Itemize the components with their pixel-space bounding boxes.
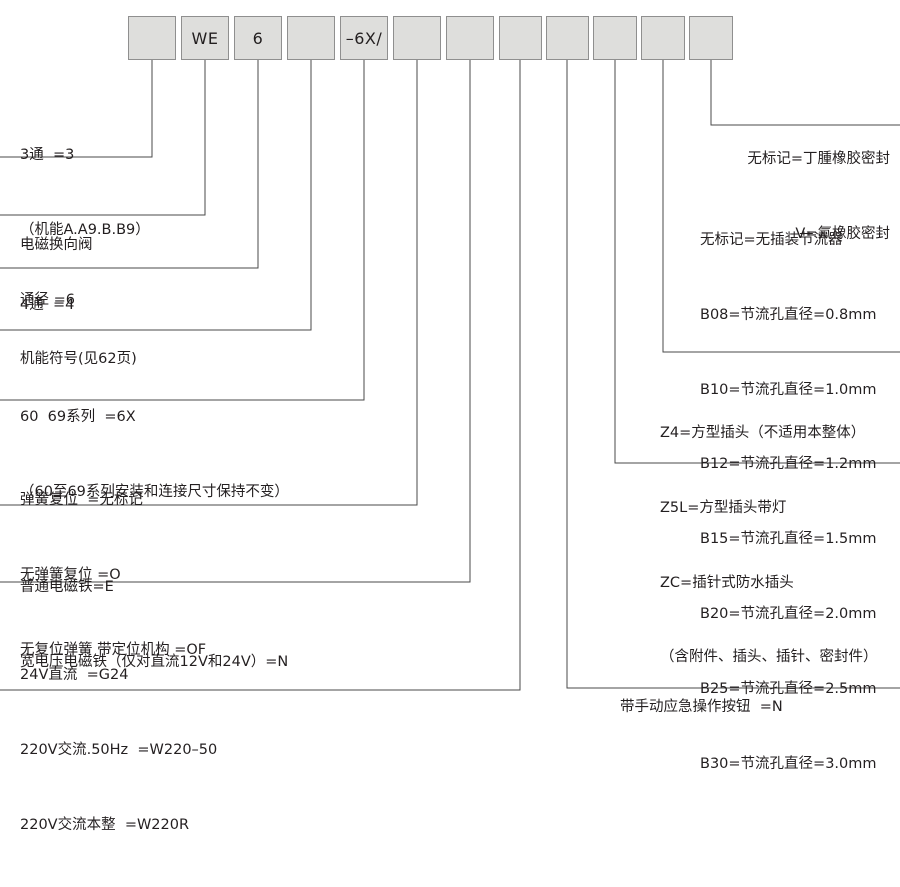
code-box-voltage[interactable] [499,16,542,60]
code-box-connector[interactable] [593,16,637,60]
note-manual-override: 带手动应急操作按钮 =N [620,698,783,715]
note-seal: 无标记=丁腫橡胶密封 V=氟橡胶密封 [747,150,890,242]
code-box-throttle[interactable] [641,16,685,60]
code-box-valve-type[interactable]: WE [181,16,229,60]
note-connector: Z4=方型插头（不适用本整体） Z5L=方型插头带灯 ZC=插针式防水插头 （含… [660,424,878,666]
note-voltage: 24V直流 =G24 220V交流.50Hz =W220–50 220V交流本整… [20,666,218,833]
note-size: 通径 =6 [20,291,75,308]
diagram-canvas: WE 6 –6X/ 3通 =3 （机能A.A9.B.B9） 4通 =4 电磁换向… [0,16,900,833]
code-box-solenoid[interactable] [446,16,494,60]
code-box-size[interactable]: 6 [234,16,282,60]
note-valve-type: 电磁换向阀 [20,236,93,253]
code-box-seal[interactable] [689,16,733,60]
note-solenoid: 普通电磁铁=E 宽电压电磁铁（仅对直流12V和24V）=N [20,578,289,670]
code-box-ways[interactable] [128,16,176,60]
note-ways: 3通 =3 （机能A.A9.B.B9） 4通 =4 [20,146,150,313]
note-series: 60 69系列 =6X （60至69系列安装和连接尺寸保持不变） [20,408,289,500]
code-box-spring[interactable] [393,16,441,60]
note-spool-symbol: 机能符号(见62页) [20,350,137,367]
code-box-manual-override[interactable] [546,16,589,60]
code-box-series[interactable]: –6X/ [340,16,388,60]
note-spring: 弹簧复位 =无标记 无弹簧复位 =O 无复位弹簧 带定位机构 =OF [20,491,207,658]
code-box-spool-symbol[interactable] [287,16,335,60]
